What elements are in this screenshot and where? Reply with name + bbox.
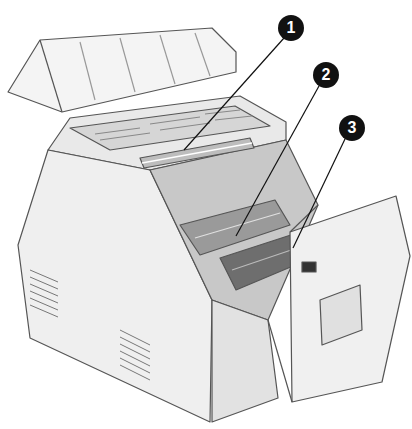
leader-line (184, 38, 284, 150)
front-panel (212, 300, 278, 422)
callout-circle: 2 (313, 62, 339, 88)
front-door (290, 196, 410, 402)
callout-number: 1 (287, 20, 296, 36)
leader-lines (184, 38, 345, 248)
callout-number: 2 (322, 67, 331, 83)
leader-line (236, 86, 319, 236)
callout-circle: 1 (278, 15, 304, 41)
paper-tray (8, 28, 236, 112)
callout-number: 3 (348, 120, 357, 136)
leader-line (293, 139, 345, 248)
callout-circle: 3 (339, 115, 365, 141)
roller (140, 138, 254, 168)
